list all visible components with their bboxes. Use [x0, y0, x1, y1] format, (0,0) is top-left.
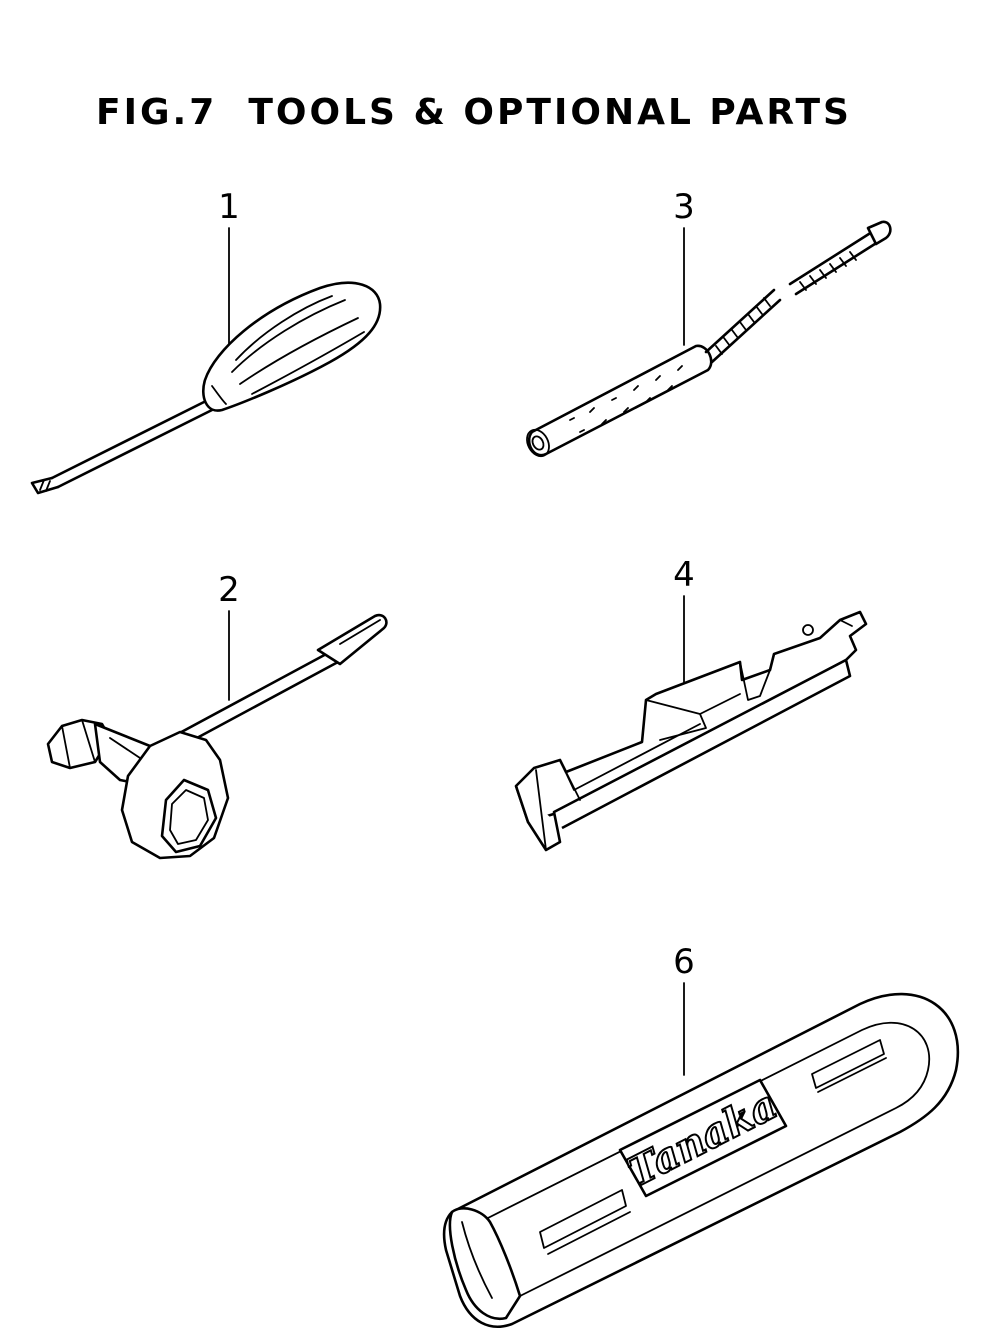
file-handle	[526, 344, 713, 458]
file-part: 3	[526, 187, 892, 458]
screwdriver-handle	[201, 281, 382, 412]
callout-label-2: 2	[218, 570, 240, 610]
file-holder-body	[514, 610, 868, 852]
guide-bar-cover-part: 6 Tanaka	[442, 942, 959, 1328]
file-holder-part: 4	[514, 555, 868, 852]
callout-label-3: 3	[673, 187, 695, 227]
file-rod-tip	[788, 220, 892, 296]
file-rod-segment	[704, 288, 782, 364]
callout-label-4: 4	[673, 555, 695, 595]
figure-title: FIG.7 TOOLS & OPTIONAL PARTS	[96, 92, 852, 133]
plug-wrench-socket	[46, 718, 230, 860]
plug-wrench-part: 2	[46, 570, 388, 860]
screwdriver-shaft	[30, 396, 220, 495]
callout-label-1: 1	[218, 187, 240, 227]
callout-label-6: 6	[673, 942, 695, 982]
screwdriver-part: 1	[30, 187, 382, 495]
guide-bar-cover-body	[442, 992, 959, 1328]
